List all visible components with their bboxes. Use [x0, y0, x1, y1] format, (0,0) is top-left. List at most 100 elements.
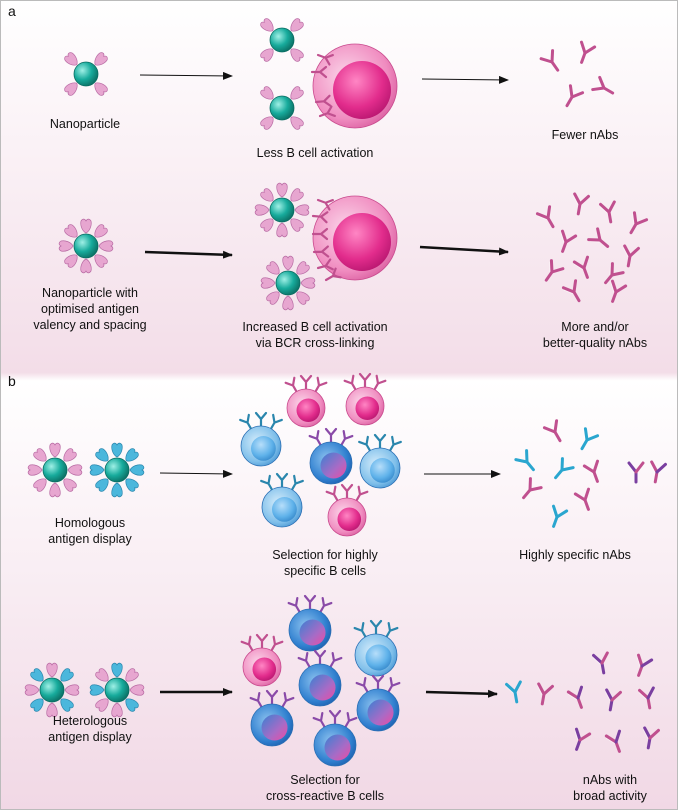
arrow-a1-right [421, 75, 509, 84]
b-cell-receptor [373, 433, 387, 451]
nanoparticle-b2a [24, 662, 80, 718]
antibody [560, 229, 578, 253]
b-cell-receptor [316, 53, 334, 66]
antibody [565, 84, 585, 108]
b-cell-large-a2 [312, 195, 398, 281]
antibody [544, 259, 565, 282]
antibodies [505, 40, 667, 753]
panel-a-label: a [8, 3, 16, 19]
b-cell [355, 674, 401, 732]
nanoparticle-b1-blue [89, 442, 145, 498]
antibody [554, 457, 575, 480]
nanoparticles [24, 18, 316, 718]
arrow-b2-right [425, 689, 498, 698]
a-row2-process-label: Increased B cell activation via BCR cros… [242, 320, 388, 350]
b-cell-receptor [299, 374, 313, 392]
antibody [592, 651, 609, 675]
b-cell [284, 374, 328, 428]
antibody [505, 680, 522, 704]
a-row1-output-label: Fewer nAbs [551, 128, 619, 142]
antibody [636, 653, 654, 677]
antibody [566, 685, 583, 709]
a-row2-output-label: More and/or better-quality nAbs [542, 320, 648, 350]
b-row1-process-label: Selection for highly specific B cells [272, 548, 378, 578]
antibody [574, 727, 592, 751]
arrow-a1-left [139, 71, 233, 80]
b-cell-receptor [324, 427, 338, 445]
antibody [572, 255, 589, 279]
antibody [522, 477, 543, 500]
antibody [573, 487, 590, 511]
antibody [573, 192, 590, 216]
antibody [629, 211, 649, 235]
arrow-a2-right [419, 245, 509, 256]
b-row1-output-label: Highly specific nAbs [519, 548, 631, 562]
nanoparticle-bound-a1b [260, 86, 304, 130]
antibody [561, 279, 581, 303]
nanoparticle-a1 [64, 52, 108, 96]
b-cell [353, 619, 399, 677]
b-cell [249, 689, 295, 747]
a-row2-input-label: Nanoparticle with optimised antigen vale… [33, 286, 147, 332]
b-cell-receptor [312, 245, 330, 258]
nanoparticle-b1-pink [27, 442, 83, 498]
antibody [591, 75, 615, 95]
b-cell-receptor [313, 649, 327, 667]
nanoparticle-bound-a1a [260, 18, 304, 62]
b-cell [297, 649, 343, 707]
b-cell-receptor [265, 689, 279, 707]
antibody [599, 200, 616, 224]
b-cell-receptor [358, 372, 372, 390]
antibody [587, 227, 610, 248]
antibody [542, 419, 562, 443]
b-row2-process-label: Selection for cross-reactive B cells [265, 773, 385, 803]
b-cell-receptor [369, 619, 383, 637]
nanoparticle-a2 [58, 218, 114, 274]
antibody [638, 686, 655, 710]
arrow-b1-left [159, 469, 233, 478]
b-cell-receptor [311, 227, 329, 241]
b-cell-receptor [303, 594, 317, 612]
b-cell-receptor [340, 483, 354, 501]
b-cell [240, 633, 284, 687]
nanoparticle-b2b [89, 662, 145, 718]
antibody [643, 726, 660, 750]
antibody [604, 729, 621, 753]
b-cells [239, 43, 402, 767]
antibody [579, 40, 597, 64]
panel-b-label: b [8, 373, 16, 389]
a-row1-process-label: Less B cell activation [256, 146, 374, 160]
b-cell-receptor [255, 633, 269, 651]
antibody [605, 688, 622, 712]
b-cell [287, 594, 333, 652]
antibody [535, 205, 555, 229]
b-cell-receptor [318, 105, 336, 118]
antibody [610, 279, 628, 303]
nanoparticle-bound-a2b [260, 255, 316, 311]
antibody [514, 449, 535, 472]
b-cell [325, 483, 369, 537]
b-cell [358, 433, 402, 489]
nanoparticle-bound-a2a [254, 182, 310, 238]
antibody [604, 262, 625, 285]
antibody [537, 682, 554, 706]
b-cell-receptor [316, 258, 334, 271]
arrow-a2-left [144, 250, 233, 259]
b-cell-receptor [311, 211, 329, 224]
b-cell-receptor [328, 709, 342, 727]
b-row2-output-label: nAbs with broad activity [573, 773, 647, 803]
antibody [551, 504, 569, 528]
arrows [139, 71, 509, 698]
antibody [650, 460, 667, 484]
b-cell-receptor [371, 674, 385, 692]
b-row2-input-label: Heterologous antigen display [48, 714, 132, 744]
b-cell-receptor [324, 267, 342, 282]
b-cell-receptor [254, 411, 268, 429]
antibody [627, 461, 645, 484]
b-cell-receptor [314, 94, 332, 107]
b-cell [260, 472, 304, 528]
b-cell-large-a1 [312, 43, 398, 129]
b-cell-receptor [275, 472, 289, 490]
